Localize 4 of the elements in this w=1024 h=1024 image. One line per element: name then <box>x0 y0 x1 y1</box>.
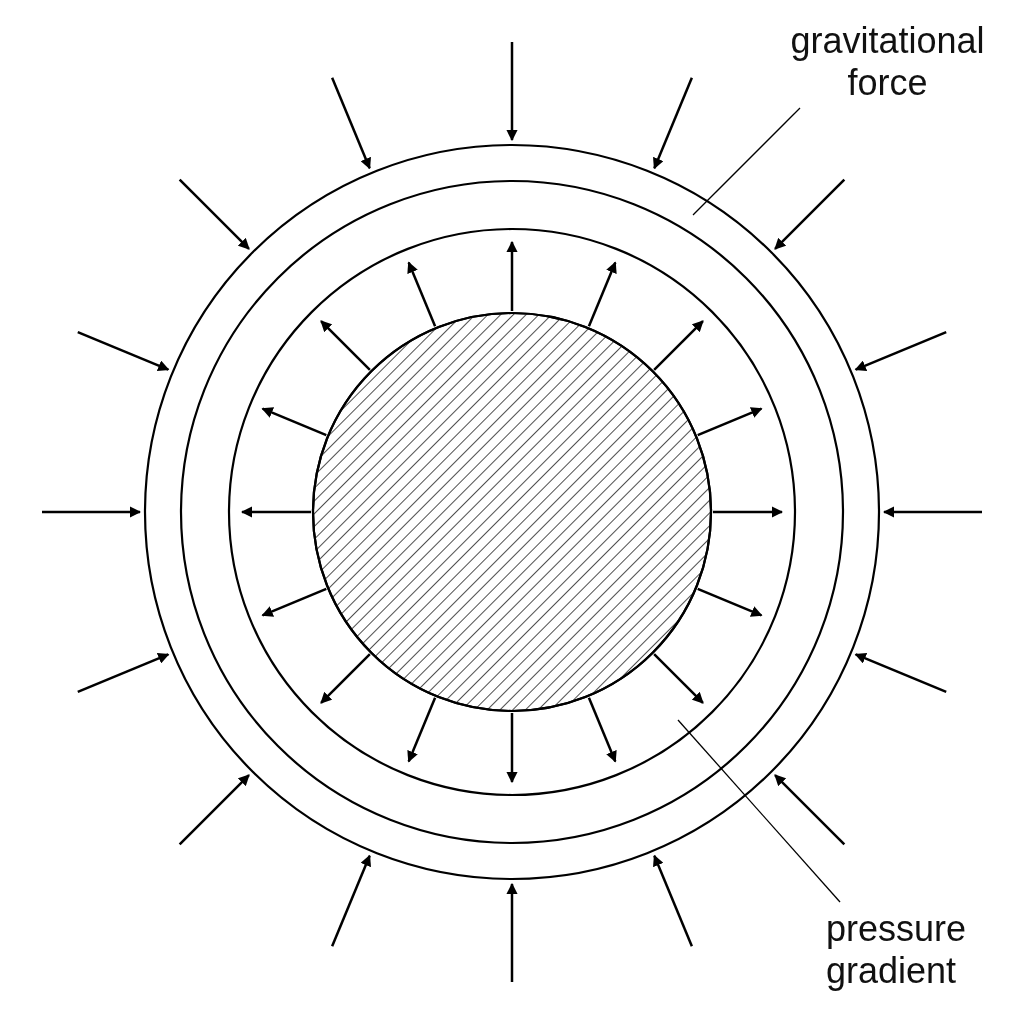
callout-label: gravitational force <box>765 20 1010 104</box>
leader-line <box>677 719 841 903</box>
leader-line <box>692 107 801 216</box>
callout-label: pressure gradient <box>826 908 1011 992</box>
